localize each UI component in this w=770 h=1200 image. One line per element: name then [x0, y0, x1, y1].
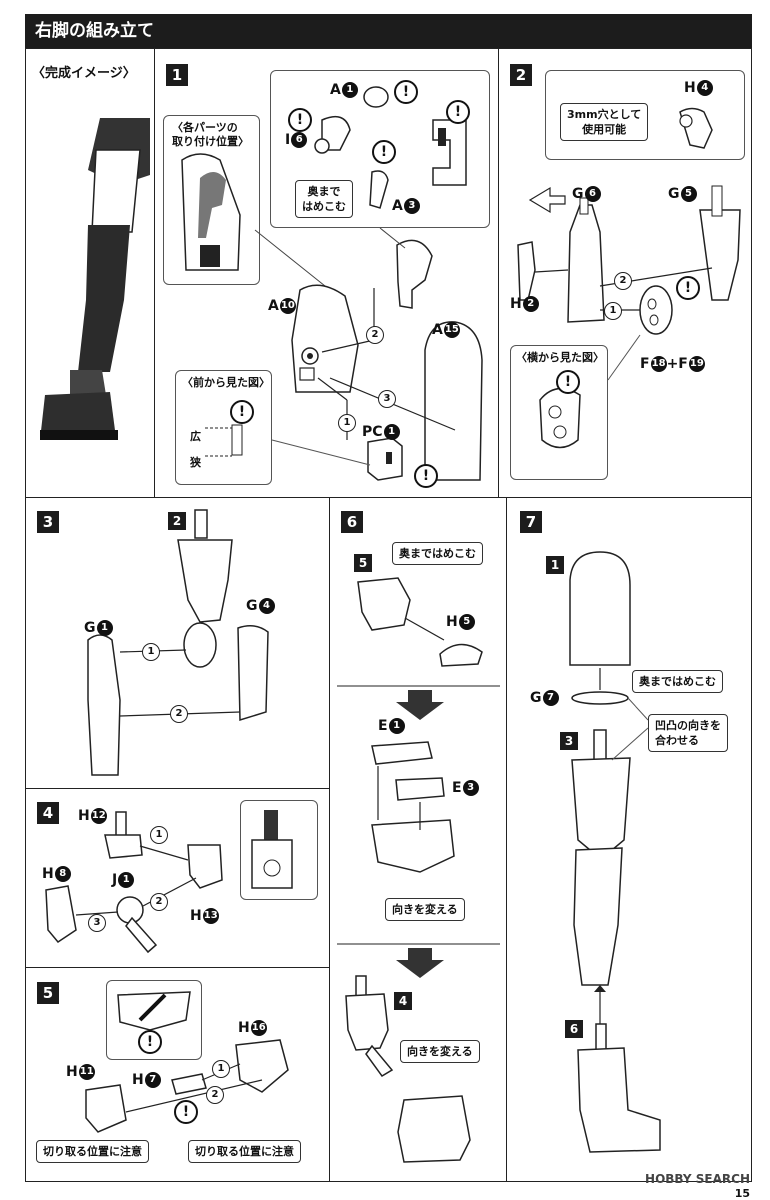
hole-note-line1: 3mm穴として	[567, 108, 642, 121]
align-note-line1: 凹凸の向きを	[655, 719, 721, 732]
step-number-3: 3	[37, 511, 59, 533]
watermark: HOBBY SEARCH	[645, 1172, 750, 1186]
substep-5: 5	[354, 554, 372, 572]
order-2: 2	[206, 1086, 224, 1104]
wide-label: 広	[190, 430, 201, 443]
substep-2: 2	[168, 512, 186, 530]
positions-title-line2: 取り付け位置〉	[172, 135, 249, 148]
page-number: 15	[734, 1187, 750, 1200]
order-1: 1	[338, 414, 356, 432]
warning-icon: !	[230, 400, 254, 424]
positions-title-line1: 〈各パーツの	[172, 121, 238, 134]
front-view-box	[175, 370, 272, 485]
warning-icon: !	[676, 276, 700, 300]
warning-icon: !	[372, 140, 396, 164]
substep-6: 6	[565, 1020, 583, 1038]
order-1: 1	[604, 302, 622, 320]
order-1: 1	[150, 826, 168, 844]
step-number-6: 6	[341, 511, 363, 533]
order-3: 3	[88, 914, 106, 932]
cut-note-right: 切り取る位置に注意	[188, 1140, 301, 1163]
order-2: 2	[150, 893, 168, 911]
front-view-title: 〈前から見た図〉	[182, 376, 270, 389]
push-all-note: 奥まではめこむ	[392, 542, 483, 565]
hole-note: 3mm穴として 使用可能	[560, 103, 649, 141]
warning-icon: !	[394, 80, 418, 104]
step-number-7: 7	[520, 511, 542, 533]
push-in-note-line2: はめこむ	[302, 200, 346, 213]
warning-icon: !	[446, 100, 470, 124]
substep-1: 1	[546, 556, 564, 574]
substep-3: 3	[560, 732, 578, 750]
warning-icon: !	[138, 1030, 162, 1054]
order-2: 2	[614, 272, 632, 290]
warning-icon: !	[414, 464, 438, 488]
order-1: 1	[212, 1060, 230, 1078]
turn-note: 向きを変える	[385, 898, 465, 921]
push-all-note-7: 奥まではめこむ	[632, 670, 723, 693]
panel-step-3	[25, 497, 330, 789]
order-3: 3	[378, 390, 396, 408]
side-view-title: 〈横から見た図〉	[516, 351, 604, 364]
push-in-note: 奥まで はめこむ	[295, 180, 353, 218]
completed-image-caption: 〈完成イメージ〉	[32, 66, 136, 81]
align-note-line2: 合わせる	[655, 734, 699, 747]
warning-icon: !	[174, 1100, 198, 1124]
warning-icon: !	[556, 370, 580, 394]
align-note: 凹凸の向きを 合わせる	[648, 714, 728, 752]
narrow-label: 狭	[190, 456, 201, 469]
substep-4: 4	[394, 992, 412, 1010]
turn-note: 向きを変える	[400, 1040, 480, 1063]
cut-note-left: 切り取る位置に注意	[36, 1140, 149, 1163]
order-2: 2	[170, 705, 188, 723]
order-2: 2	[366, 326, 384, 344]
step-number-1: 1	[166, 64, 188, 86]
push-in-note-line1: 奥まで	[307, 185, 341, 198]
hole-note-line2: 使用可能	[582, 123, 627, 136]
warning-icon: !	[288, 108, 312, 132]
page-title: 右脚の組み立て	[25, 14, 752, 48]
step-number-4: 4	[37, 802, 59, 824]
order-1: 1	[142, 643, 160, 661]
step-number-2: 2	[510, 64, 532, 86]
step-number-5: 5	[37, 982, 59, 1004]
